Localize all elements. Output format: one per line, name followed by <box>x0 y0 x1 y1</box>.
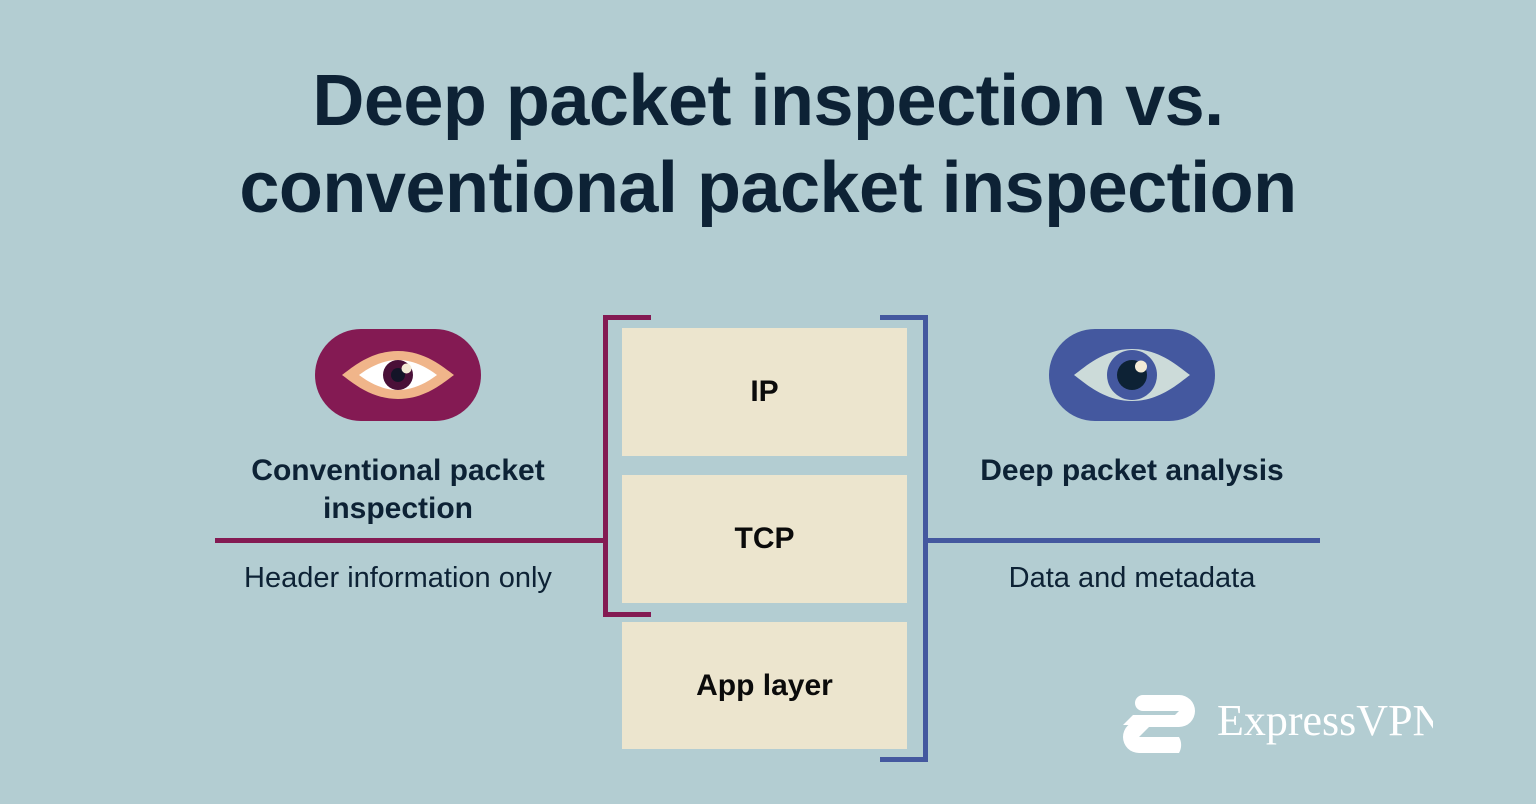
deep-heading: Deep packet analysis <box>980 454 1284 487</box>
packet-layer-label: App layer <box>696 668 833 702</box>
bracket-top-arm <box>880 315 928 320</box>
deep-subtext: Data and metadata <box>1008 562 1256 594</box>
bracket-vertical-bar <box>603 315 608 617</box>
packet-layer-box: App layer <box>622 622 907 749</box>
page-title-line-1: Deep packet inspection vs. <box>312 61 1224 141</box>
packet-layer-box: TCP <box>622 475 907 603</box>
expressvpn-wordmark: ExpressVPN <box>1217 696 1433 745</box>
conventional-subtext: Header information only <box>244 562 552 594</box>
deep-accent-rule <box>923 538 1320 543</box>
deep-scope-bracket <box>875 315 928 762</box>
packet-layer-label: TCP <box>734 522 795 555</box>
bracket-vertical-bar <box>923 315 928 762</box>
page-title-line-2: conventional packet inspection <box>239 148 1297 229</box>
conventional-scope-bracket <box>603 315 656 617</box>
conventional-eye-icon <box>315 329 481 421</box>
packet-layer-label: IP <box>750 375 779 408</box>
packet-layer-box: IP <box>622 328 907 456</box>
conventional-accent-rule <box>215 538 607 543</box>
page-title: Deep packet inspection vs. conventional … <box>0 58 1536 232</box>
conventional-heading: Conventional packet inspection <box>251 454 545 526</box>
bracket-bottom-arm <box>880 757 928 762</box>
expressvpn-logo: ExpressVPN <box>1113 685 1433 753</box>
bracket-bottom-arm <box>603 612 651 617</box>
deep-eye-icon <box>1049 329 1215 421</box>
bracket-top-arm <box>603 315 651 320</box>
